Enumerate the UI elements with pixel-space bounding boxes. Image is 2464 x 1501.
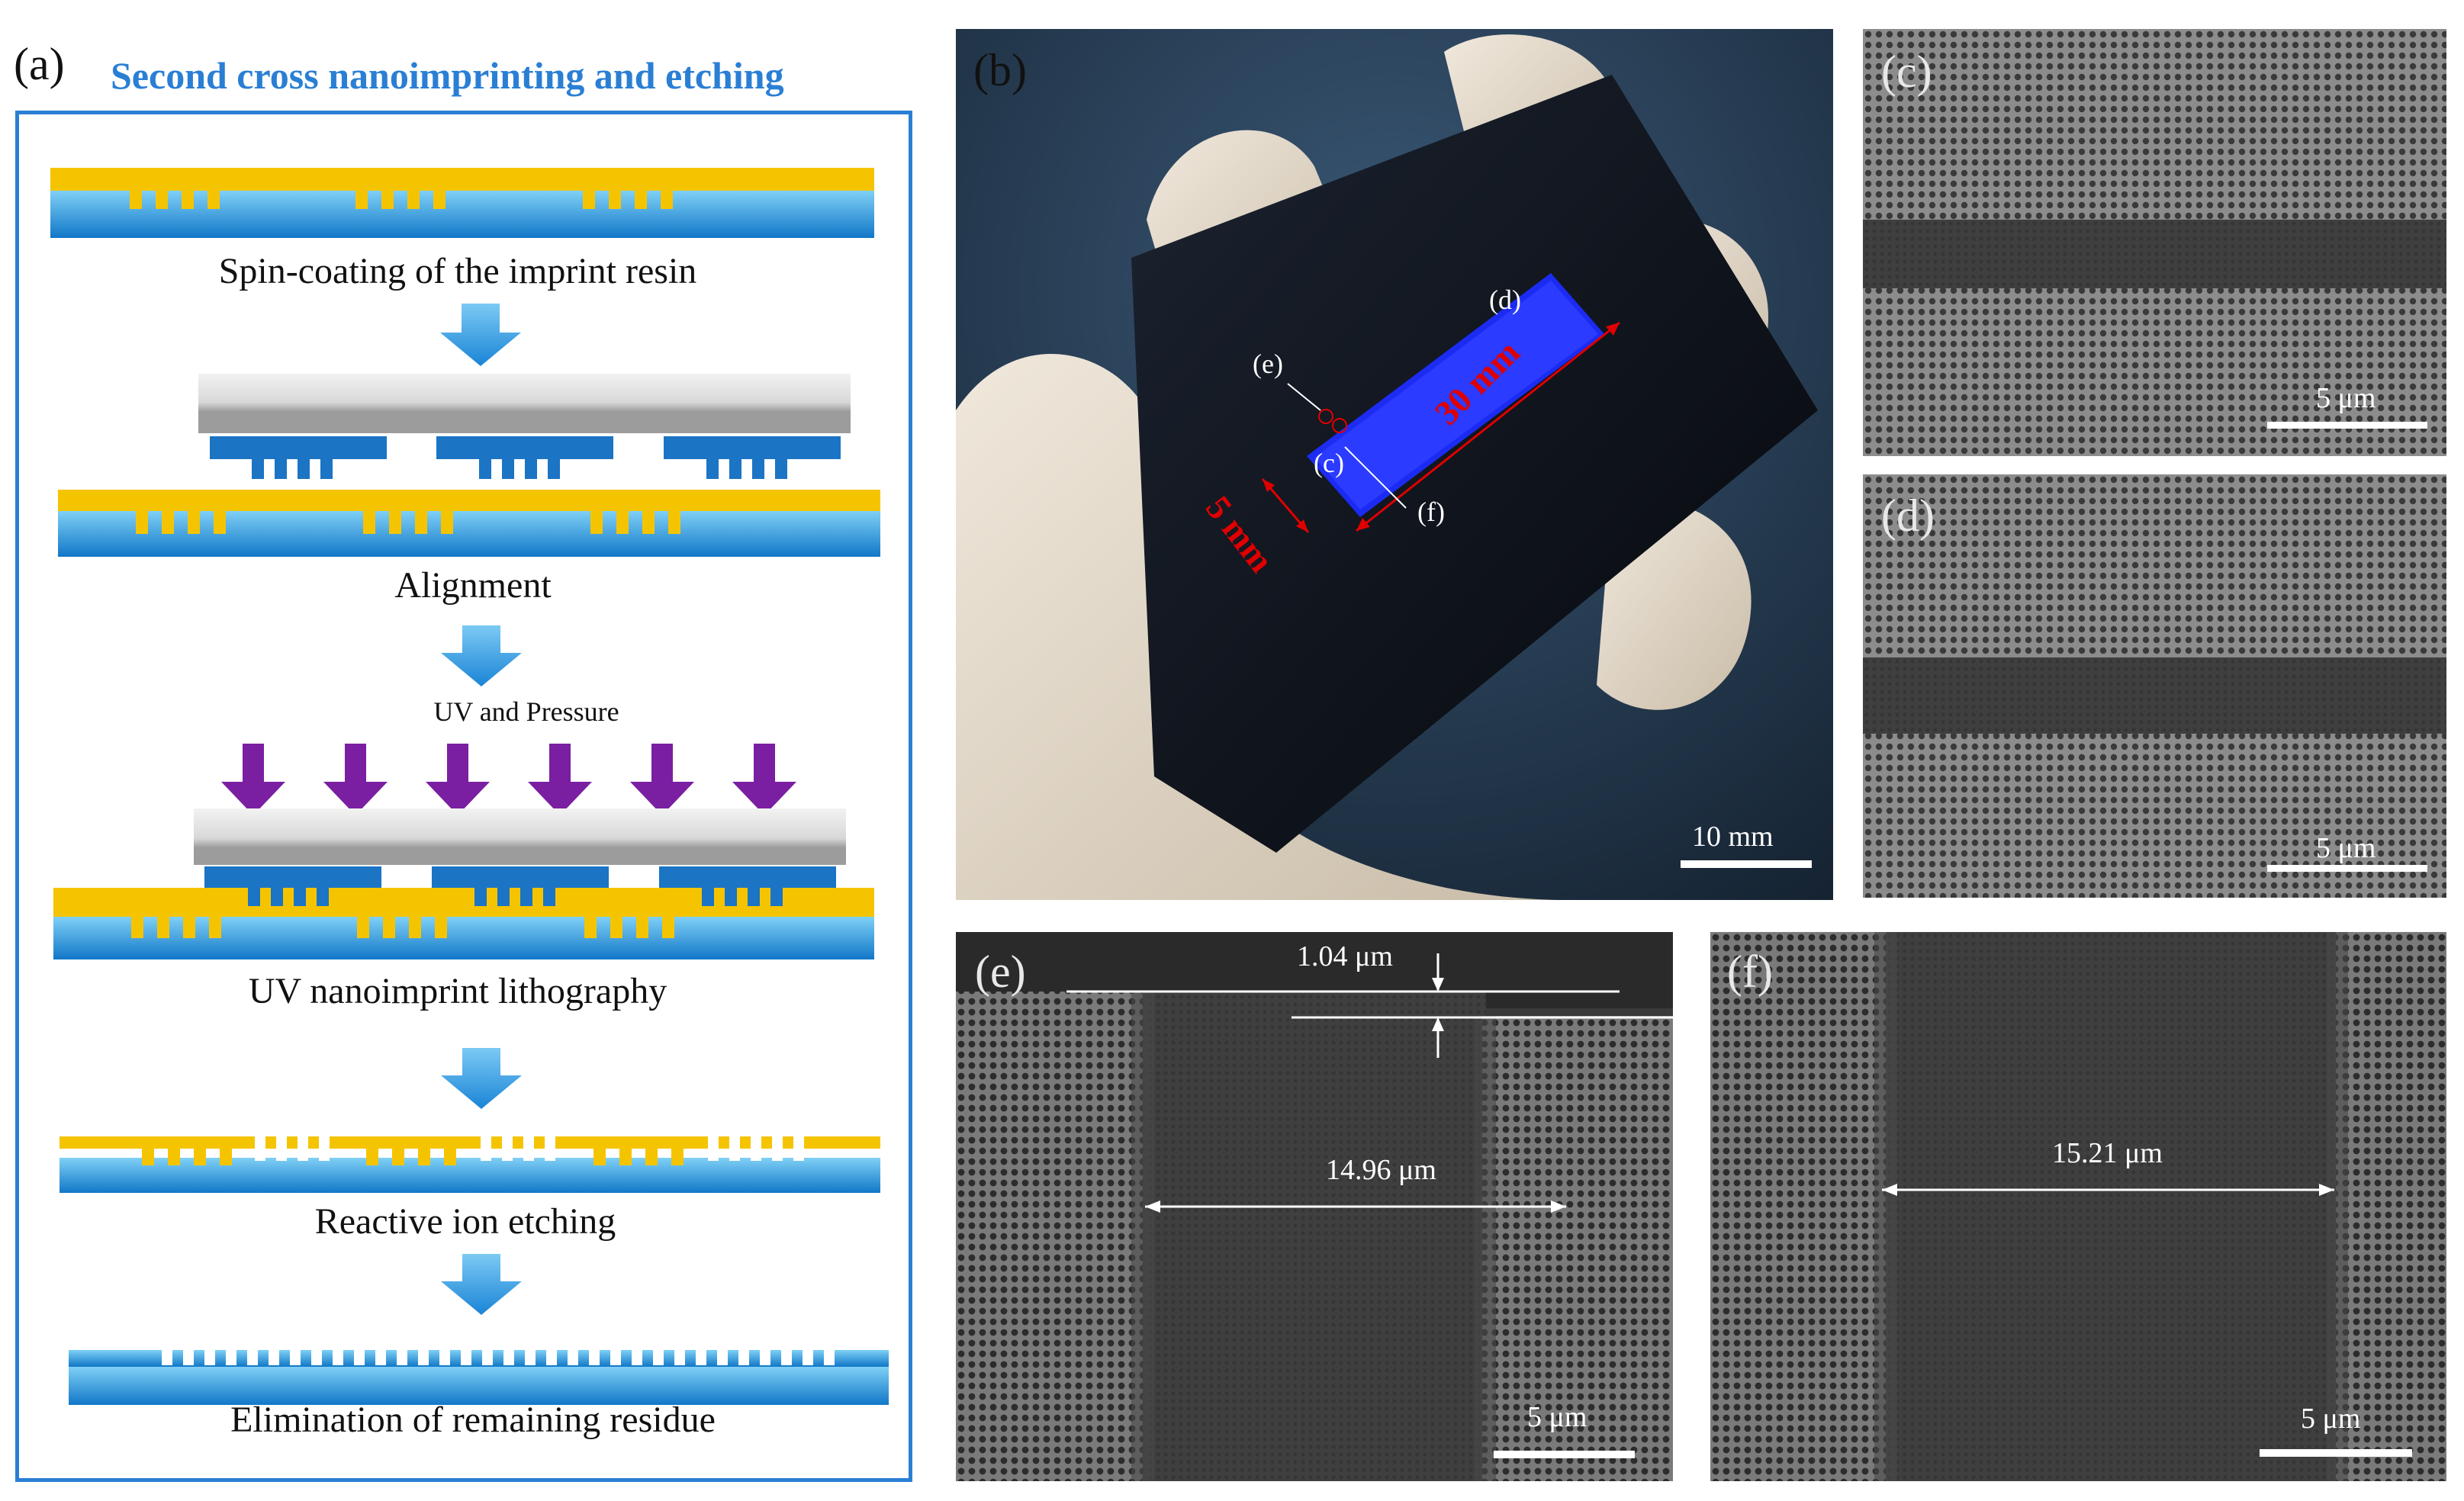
step-label-uv-pressure: UV and Pressure <box>433 696 619 727</box>
panel-f-letter: (f) <box>1727 947 1773 997</box>
panel-a-letter: (a) <box>14 39 65 89</box>
step4-stack <box>60 1136 880 1193</box>
marker-f: (f) <box>1417 497 1445 527</box>
panel-b-letter: (b) <box>973 45 1027 95</box>
step1-stack <box>50 168 874 238</box>
panel-c-letter: (c) <box>1881 47 1932 97</box>
panel-e-sem <box>956 932 1673 1481</box>
step-label-alignment: Alignment <box>394 565 552 606</box>
step-label-uv-nil: UV nanoimprint lithography <box>248 971 667 1011</box>
marker-e: (e) <box>1253 349 1283 379</box>
panel-f-width-label: 15.21 μm <box>2052 1137 2163 1169</box>
sem-image-d <box>1863 474 2446 898</box>
panel-e-gap-label: 1.04 μm <box>1297 940 1393 972</box>
panel-e-letter: (e) <box>975 947 1026 997</box>
sem-image-c <box>1863 29 2446 456</box>
panel-e-width-label: 14.96 μm <box>1326 1154 1436 1186</box>
panel-a-title: Second cross nanoimprinting and etching <box>111 54 784 97</box>
sem-image-f <box>1710 932 2446 1481</box>
panel-b-photo <box>956 29 1833 900</box>
process-diagram <box>50 168 889 1405</box>
step-label-residue-removal: Elimination of remaining residue <box>230 1400 716 1440</box>
step3-stack <box>53 808 874 959</box>
panel-b-scale-label: 10 mm <box>1692 821 1774 853</box>
step2-substrate <box>58 490 880 557</box>
flow-arrow-icon <box>441 1254 522 1315</box>
step-label-rie: Reactive ion etching <box>314 1201 616 1242</box>
panel-a-frame <box>15 111 912 1482</box>
panel-f-sem <box>1710 932 2446 1481</box>
marker-c: (c) <box>1314 448 1344 478</box>
panel-d-letter: (d) <box>1881 490 1935 541</box>
photo-illustration <box>956 29 1833 900</box>
flow-arrow-icon <box>441 1048 522 1109</box>
panel-d-sem <box>1863 474 2446 898</box>
panel-c-scale-label: 5 μm <box>2316 382 2376 414</box>
step-label-spin-coating: Spin-coating of the imprint resin <box>218 251 697 291</box>
panel-c-sem <box>1863 29 2446 456</box>
flow-arrow-icon <box>440 304 521 366</box>
panel-d-scale-label: 5 μm <box>2316 832 2376 864</box>
sem-image-e <box>956 932 1673 1481</box>
flow-arrow-icon <box>441 625 522 686</box>
step2-stamp <box>198 374 851 479</box>
uv-arrows <box>221 744 796 815</box>
marker-d: (d) <box>1489 284 1521 315</box>
panel-f-scale-label: 5 μm <box>2301 1403 2361 1435</box>
step5-grating <box>69 1347 889 1405</box>
panel-e-scale-label: 5 μm <box>1527 1401 1587 1433</box>
